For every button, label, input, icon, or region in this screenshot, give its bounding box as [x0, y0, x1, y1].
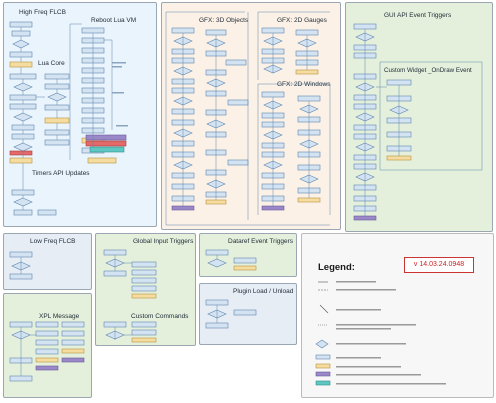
gfx-3d-objects-title: GFX: 3D Objects — [199, 17, 249, 24]
custom-widget-title: Custom Widget _OnDraw Event — [384, 67, 472, 74]
gfx-2d-gauges-title: GFX: 2D Gauges — [277, 17, 327, 24]
version-label: v 14.03.24.0948 — [404, 257, 474, 273]
gfx-2d-windows-title: GFX: 2D Windows — [277, 81, 331, 88]
global-input-title: Global Input Triggers — [133, 238, 194, 245]
lua-core-title: Lua Core — [38, 60, 65, 67]
plugin-load-title: Plugin Load / Unload — [233, 288, 294, 295]
low-freq-flcb-title: Low Freq FLCB — [30, 238, 76, 245]
timers-api-title: Timers API Updates — [32, 170, 90, 177]
legend-title: Legend: — [318, 262, 355, 273]
high-freq-flcb-title: High Freq FLCB — [19, 9, 66, 16]
reboot-lua-vm-title: Reboot Lua VM — [91, 17, 137, 24]
xpl-message-title: XPL Message — [39, 313, 80, 320]
low-freq-flcb-panel — [3, 233, 92, 290]
dataref-triggers-title: Dataref Event Triggers — [228, 238, 294, 245]
custom-commands-title: Custom Commands — [131, 313, 189, 320]
gui-api-triggers-title: GUI API Event Triggers — [384, 12, 452, 19]
high-freq-flcb-panel — [3, 2, 157, 227]
